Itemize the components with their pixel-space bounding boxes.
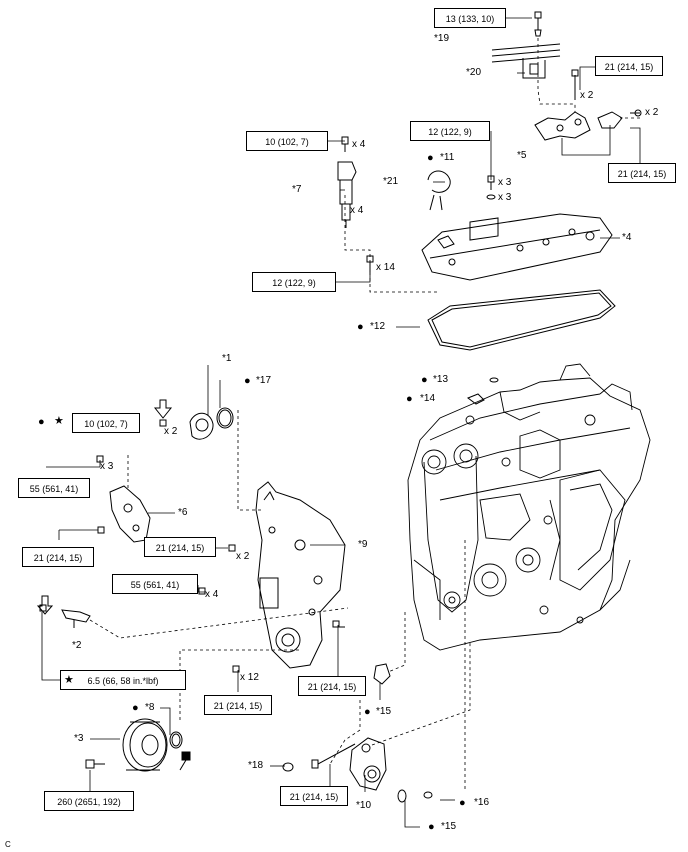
torque-box-55a: 55 (561, 41) bbox=[18, 478, 90, 498]
dot-16: ● bbox=[459, 797, 466, 809]
figure-code: C bbox=[5, 840, 11, 849]
dot-17: ● bbox=[244, 375, 251, 387]
torque-box-sensor: 10 (102, 7) bbox=[72, 413, 140, 433]
label-16: *16 bbox=[474, 797, 490, 808]
qty-sensor: x 2 bbox=[164, 426, 178, 437]
hose-21 bbox=[427, 170, 451, 211]
torque-box-cover-right: 21 (214, 15) bbox=[298, 676, 366, 696]
qty-cover: x 14 bbox=[376, 262, 395, 273]
label-20: *20 bbox=[466, 67, 482, 78]
bolt-19 bbox=[534, 11, 542, 37]
gasket-15 bbox=[373, 663, 407, 803]
torque-box-tensioner: 21 (214, 15) bbox=[280, 786, 348, 806]
qty-bracket: x 3 bbox=[100, 461, 114, 472]
label-5: *5 bbox=[517, 150, 527, 161]
label-2: *2 bbox=[72, 640, 82, 651]
dot-sensor: ● bbox=[38, 416, 45, 428]
head-cover-4 bbox=[421, 213, 613, 281]
torque-box-55b: 55 (561, 41) bbox=[112, 574, 198, 594]
label-15a: *15 bbox=[376, 706, 392, 717]
label-3: *3 bbox=[74, 733, 84, 744]
ignition-coil-7 bbox=[337, 136, 357, 228]
bolt-cover bbox=[366, 255, 374, 272]
qty-11b: x 3 bbox=[498, 192, 512, 203]
torque-box-coil: 10 (102, 7) bbox=[246, 131, 328, 151]
label-11: *11 bbox=[440, 152, 455, 163]
label-6: *6 bbox=[178, 507, 188, 518]
qty-11a: x 3 bbox=[498, 177, 512, 188]
star-sensor-2: ★ bbox=[64, 674, 74, 686]
bracket-20 bbox=[491, 43, 561, 79]
qty-cover-b: x 4 bbox=[205, 589, 219, 600]
label-7: *7 bbox=[292, 184, 302, 195]
label-21: *21 bbox=[383, 176, 399, 187]
gasket-12 bbox=[427, 289, 616, 351]
qty-cover-bottom: x 12 bbox=[240, 672, 259, 683]
dot-8: ● bbox=[132, 702, 139, 714]
label-8: *8 bbox=[145, 702, 155, 713]
qty-chain: x 2 bbox=[236, 551, 250, 562]
torque-box-11: 12 (122, 9) bbox=[410, 121, 490, 141]
torque-box-sensor-2: 6.5 (66, 58 in.*lbf) bbox=[60, 670, 186, 690]
part-1 bbox=[159, 412, 214, 440]
qty-bolt-5a: x 2 bbox=[580, 90, 594, 101]
dot-15a: ● bbox=[364, 706, 371, 718]
tensioner-10 bbox=[349, 737, 387, 791]
engine-assembly bbox=[407, 363, 651, 651]
label-1: *1 bbox=[222, 353, 232, 364]
label-15b: *15 bbox=[441, 821, 457, 832]
crank-pulley-3 bbox=[85, 718, 168, 772]
tensioner-bolt bbox=[282, 743, 356, 772]
label-12: *12 bbox=[370, 321, 386, 332]
bolt-11 bbox=[486, 175, 496, 200]
torque-box-chain: 21 (214, 15) bbox=[144, 537, 216, 557]
torque-box-cover-bottom: 21 (214, 15) bbox=[204, 695, 272, 715]
label-19: *19 bbox=[434, 33, 450, 44]
label-17: *17 bbox=[256, 375, 272, 386]
torque-box-bracket: 21 (214, 15) bbox=[595, 56, 663, 76]
dot-14: ● bbox=[406, 393, 413, 405]
oil-seal-8 bbox=[169, 731, 191, 771]
dot-12: ● bbox=[357, 321, 364, 333]
torque-box-right: 21 (214, 15) bbox=[608, 163, 676, 183]
timing-cover-9 bbox=[198, 481, 346, 673]
label-13: *13 bbox=[433, 374, 449, 385]
qty-coil-bolt: x 4 bbox=[352, 139, 366, 150]
part-13-14 bbox=[466, 377, 499, 405]
label-18: *18 bbox=[248, 760, 264, 771]
qty-coil: x 4 bbox=[350, 205, 364, 216]
torque-box-260: 260 (2651, 192) bbox=[44, 791, 134, 811]
bracket-5 bbox=[534, 69, 642, 141]
torque-box-cover: 12 (122, 9) bbox=[252, 272, 336, 292]
dashed-leaders bbox=[89, 38, 640, 790]
label-9: *9 bbox=[358, 539, 368, 550]
label-4: *4 bbox=[622, 232, 632, 243]
qty-bolt-5b: x 2 bbox=[645, 107, 659, 118]
label-14: *14 bbox=[420, 393, 436, 404]
sensor-2 bbox=[36, 595, 91, 628]
ring-16 bbox=[423, 791, 433, 799]
torque-box-13: 13 (133, 10) bbox=[434, 8, 506, 28]
label-10: *10 bbox=[356, 800, 372, 811]
dot-13: ● bbox=[421, 374, 428, 386]
arrow-up bbox=[153, 399, 173, 419]
dot-15b: ● bbox=[428, 821, 435, 833]
torque-box-bracket-6: 21 (214, 15) bbox=[22, 547, 94, 567]
star-sensor: ★ bbox=[54, 415, 64, 427]
dot-11: ● bbox=[427, 152, 434, 164]
o-ring-17 bbox=[216, 407, 234, 429]
